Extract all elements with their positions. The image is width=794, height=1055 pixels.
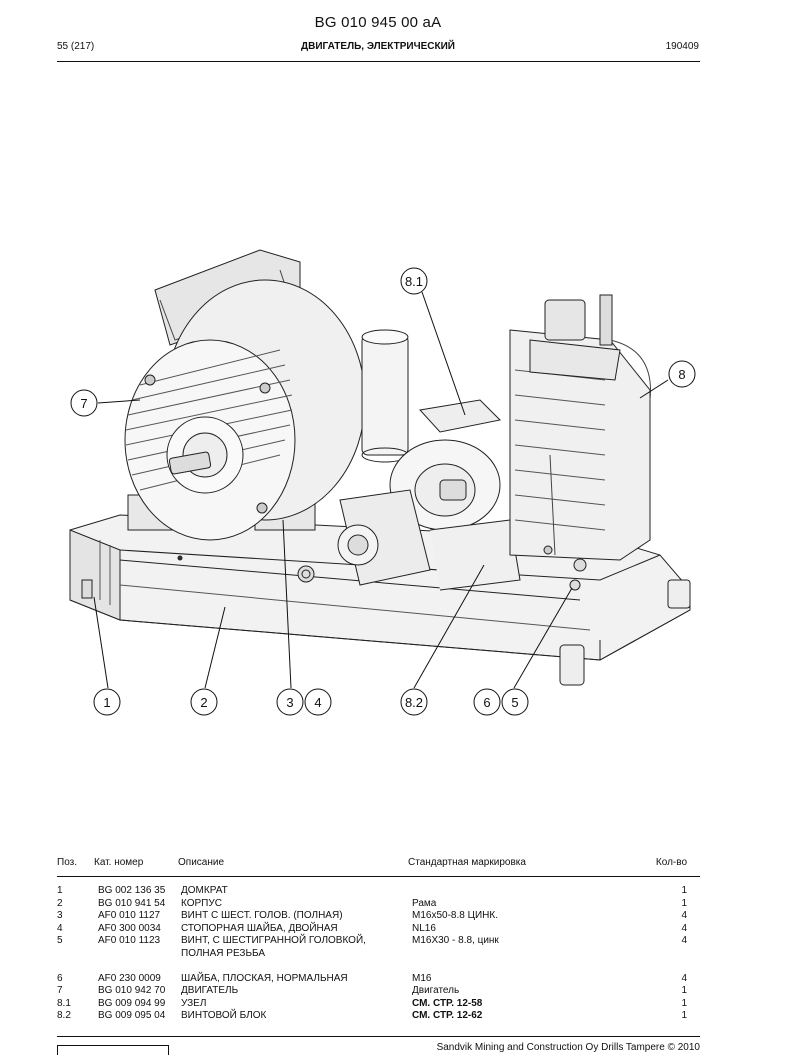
table-row: 8.2 BG 009 095 04 ВИНТОВОЙ БЛОК СМ. СТР.…	[57, 1010, 700, 1023]
callout-4: 4	[314, 695, 321, 710]
cell-standard: M16x50-8.8 ЦИНК.	[412, 910, 498, 922]
cell-number: AF0 010 1123	[98, 935, 161, 947]
cell-standard: M16	[412, 972, 432, 984]
cell-qty: 1	[681, 997, 687, 1009]
cell-qty: 4	[681, 935, 687, 947]
parts-table-header: Поз. Кат. номер Описание Стандартная мар…	[57, 857, 700, 871]
callout-5: 5	[511, 695, 518, 710]
cell-description: КОРПУС	[181, 897, 222, 909]
cell-qty: 4	[681, 910, 687, 922]
cell-pos: 8.1	[57, 997, 71, 1009]
cell-pos: 2	[57, 897, 63, 909]
cell-number: BG 002 136 35	[98, 885, 166, 896]
header-description: Описание	[178, 857, 225, 868]
table-row: 4 AF0 300 0034 СТОПОРНАЯ ШАЙБА, ДВОЙНАЯ …	[57, 923, 700, 936]
cell-description: ВИНТОВОЙ БЛОК	[181, 1010, 267, 1022]
cell-description: СТОПОРНАЯ ШАЙБА, ДВОЙНАЯ	[181, 922, 338, 934]
cell-standard: Рама	[412, 897, 437, 909]
cell-number: BG 009 095 04	[98, 1010, 166, 1022]
header-standard: Стандартная маркировка	[408, 857, 526, 868]
cell-pos: 4	[57, 922, 63, 934]
cell-qty: 1	[681, 985, 687, 997]
cell-qty: 1	[681, 885, 687, 896]
page-number: 55 (217)	[57, 41, 95, 52]
callout-7: 7	[80, 396, 87, 411]
motor-drawing	[124, 249, 366, 541]
cell-pos: 6	[57, 972, 63, 984]
callout-circle-8-2	[400, 688, 428, 716]
table-row: 3 AF0 010 1127 ВИНТ С ШЕСТ. ГОЛОВ. (ПОЛН…	[57, 910, 700, 923]
filter-drawing	[361, 329, 409, 463]
cell-number: BG 010 942 70	[98, 985, 166, 997]
cell-pos: 1	[57, 885, 63, 896]
callout-3: 3	[286, 695, 293, 710]
callout-circle-5	[501, 688, 529, 716]
table-row: 7 BG 010 942 70 ДВИГАТЕЛЬ Двигатель 1	[57, 985, 700, 998]
cell-standard: M16X30 - 8.8, цинк	[412, 935, 499, 947]
cell-description: УЗЕЛ	[181, 997, 207, 1009]
cell-qty: 1	[681, 897, 687, 909]
header-qty: Кол-во	[655, 857, 687, 868]
cell-pos: 3	[57, 910, 63, 922]
cell-number: AF0 010 1127	[98, 910, 161, 922]
cell-pos: 5	[57, 935, 63, 947]
header-number: Кат. номер	[94, 857, 144, 868]
callout-circle-3	[276, 688, 304, 716]
parts-table: 1 BG 002 136 35 ДОМКРАТ 1 2 BG 010 941 5…	[57, 885, 700, 1023]
table-row: 6 AF0 230 0009 ШАЙБА, ПЛОСКАЯ, НОРМАЛЬНА…	[57, 973, 700, 986]
callout-2: 2	[200, 695, 207, 710]
table-row: 8.1 BG 009 094 99 УЗЕЛ СМ. СТР. 12-58 1	[57, 998, 700, 1011]
footer-copyright: Sandvik Mining and Construction Oy Drill…	[436, 1042, 700, 1053]
callout-8: 8	[678, 367, 685, 382]
footer-divider	[57, 1036, 700, 1037]
header-divider	[57, 61, 700, 62]
callout-circle-1	[93, 688, 121, 716]
issue-date: 190409	[665, 41, 699, 52]
cell-standard-link[interactable]: СМ. СТР. 12-62	[412, 1010, 483, 1022]
sandvik-logo	[57, 1045, 169, 1055]
cell-qty: 1	[681, 1010, 687, 1022]
table-row: 2 BG 010 941 54 КОРПУС Рама 1	[57, 898, 700, 911]
cell-description: ДОМКРАТ	[181, 885, 228, 896]
cell-number: BG 009 094 99	[98, 997, 166, 1009]
cell-description: ШАЙБА, ПЛОСКАЯ, НОРМАЛЬНАЯ	[181, 972, 348, 984]
page-header: 55 (217) ДВИГАТЕЛЬ, ЭЛЕКТРИЧЕСКИЙ 190409	[57, 41, 699, 55]
callout-6: 6	[483, 695, 490, 710]
callout-circle-7	[70, 389, 98, 417]
callout-8-1: 8.1	[405, 274, 423, 289]
header-pos: Поз.	[57, 857, 77, 868]
table-row: 5 AF0 010 1123 ВИНТ, С ШЕСТИГРАННОЙ ГОЛО…	[57, 935, 700, 960]
screw-block-drawing	[337, 399, 521, 591]
cell-pos: 7	[57, 985, 63, 997]
callout-circle-6	[473, 688, 501, 716]
callout-8-2: 8.2	[405, 695, 423, 710]
cell-number: AF0 300 0034	[98, 922, 161, 934]
document-number: BG 010 945 00 aA	[314, 14, 442, 31]
cell-description: ДВИГАТЕЛЬ	[181, 985, 239, 997]
cell-number: AF0 230 0009	[98, 972, 161, 984]
cell-qty: 4	[681, 972, 687, 984]
page-title: ДВИГАТЕЛЬ, ЭЛЕКТРИЧЕСКИЙ	[301, 41, 455, 52]
cell-standard: NL16	[412, 922, 436, 934]
leader-lines	[93, 291, 669, 689]
technical-drawing: 8.1 8 7 1 2 3 4 8.2 6 5	[69, 249, 696, 716]
callout-circle-4	[304, 688, 332, 716]
cell-description: ВИНТ, С ШЕСТИГРАННОЙ ГОЛОВКОЙ, ПОЛНАЯ РЕ…	[181, 935, 366, 959]
callout-circle-8-1	[400, 267, 428, 295]
callout-1: 1	[103, 695, 110, 710]
cell-standard-link[interactable]: СМ. СТР. 12-58	[412, 997, 483, 1009]
callout-circle-2	[190, 688, 218, 716]
separator-tank-drawing	[509, 294, 651, 572]
cell-qty: 4	[681, 922, 687, 934]
cell-standard: Двигатель	[412, 985, 460, 997]
cell-description: ВИНТ С ШЕСТ. ГОЛОВ. (ПОЛНАЯ)	[181, 910, 343, 922]
cell-number: BG 010 941 54	[98, 897, 166, 909]
cell-pos: 8.2	[57, 1010, 71, 1022]
table-row: 1 BG 002 136 35 ДОМКРАТ 1	[57, 885, 700, 898]
table-header-divider	[57, 876, 700, 877]
callout-circle-8	[668, 360, 696, 388]
